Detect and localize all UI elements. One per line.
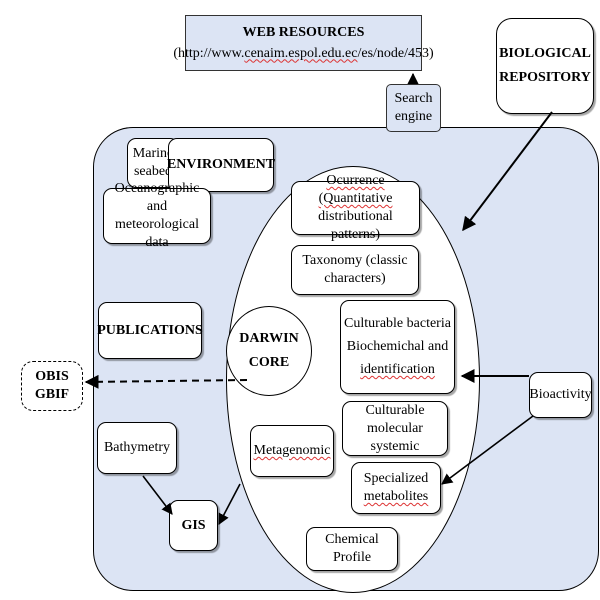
web-resources-box: WEB RESOURCES (http://www.cenaim.espol.e… [173,15,434,71]
culturable-bacteria-line1: Culturable bacteria [344,316,451,331]
specialized-metabolites-box: Specialized metabolites [351,462,441,514]
taxonomy-box: Taxonomy (classic characters) [291,245,419,295]
marine-seabed-line2: seabed [133,164,173,179]
metagenomic-to-gis-arrow [218,483,241,525]
bioactivity-box: Bioactivity [529,372,592,418]
ocurrence-line1: Ocurrence (Quantitative [318,173,393,206]
oceanographic-line1: Oceanographic and [114,181,200,214]
obis-gbif-box: OBIS GBIF [21,361,83,411]
metabolites-line1: Specialized [363,471,429,486]
molecular-systemic-box: Culturable molecular systemic [342,401,448,456]
darwin-core-line1: DARWIN [239,331,299,346]
gis-box: GIS [169,500,218,551]
metabolites-line2: metabolites [363,489,429,504]
culturable-bacteria-line3: identification [360,362,435,377]
biological-repository-line1: BIOLOGICAL [499,46,591,61]
biological-repository-line2: REPOSITORY [499,70,591,85]
ocurrence-box: Ocurrence (Quantitative distributional p… [291,173,420,242]
publications-label: PUBLICATIONS [97,322,203,338]
biological-repository-box: BIOLOGICAL REPOSITORY [496,18,594,114]
culturable-bacteria-box: Culturable bacteria Biochemichal and ide… [340,300,455,394]
culturable-bacteria-line2: Biochemichal and [346,339,449,354]
chemical-profile-box: Chemical Profile [306,527,398,571]
environment-box: ENVIRONMENT [166,138,276,192]
oceanographic-box: Oceanographic and meteorological data [103,181,211,250]
publications-box: PUBLICATIONS [97,302,203,359]
bioactivity-to-metabolites-arrow [441,415,534,485]
bathymetry-to-gis-arrow [142,475,173,515]
web-resources-url: (http://www.cenaim.espol.edu.ec/es/node/… [173,45,434,61]
gbif-label: GBIF [34,387,70,402]
bathymetry-box: Bathymetry [97,422,177,474]
taxonomy-line1: Taxonomy (classic [302,253,408,268]
darwin-core-line2: CORE [248,355,290,370]
metagenomic-label: Metagenomic [253,443,331,458]
molecular-line1: Culturable [365,402,425,418]
taxonomy-line2: characters) [324,271,386,286]
gis-label: GIS [181,517,206,533]
search-engine-line1: Search [394,91,433,106]
ocurrence-line2: distributional patterns) [318,209,393,242]
search-engine-line2: engine [394,109,433,124]
environment-title: ENVIRONMENT [166,157,276,172]
core-to-obis-dashed-arrow [84,374,248,389]
oceanographic-line2: meteorological data [115,217,199,250]
bathymetry-label: Bathymetry [103,440,171,455]
obis-label: OBIS [35,369,69,384]
bioactivity-label: Bioactivity [529,387,592,402]
metagenomic-box: Metagenomic [250,425,334,477]
marine-seabed-line1: Marine [132,146,174,161]
web-resources-title: WEB RESOURCES [242,24,365,40]
search-engine-box: Search engine [386,84,441,132]
molecular-line2: molecular systemic [367,420,423,454]
chemical-profile-label: Chemical Profile [325,532,379,565]
repository-to-ellipse-arrow [462,111,553,232]
